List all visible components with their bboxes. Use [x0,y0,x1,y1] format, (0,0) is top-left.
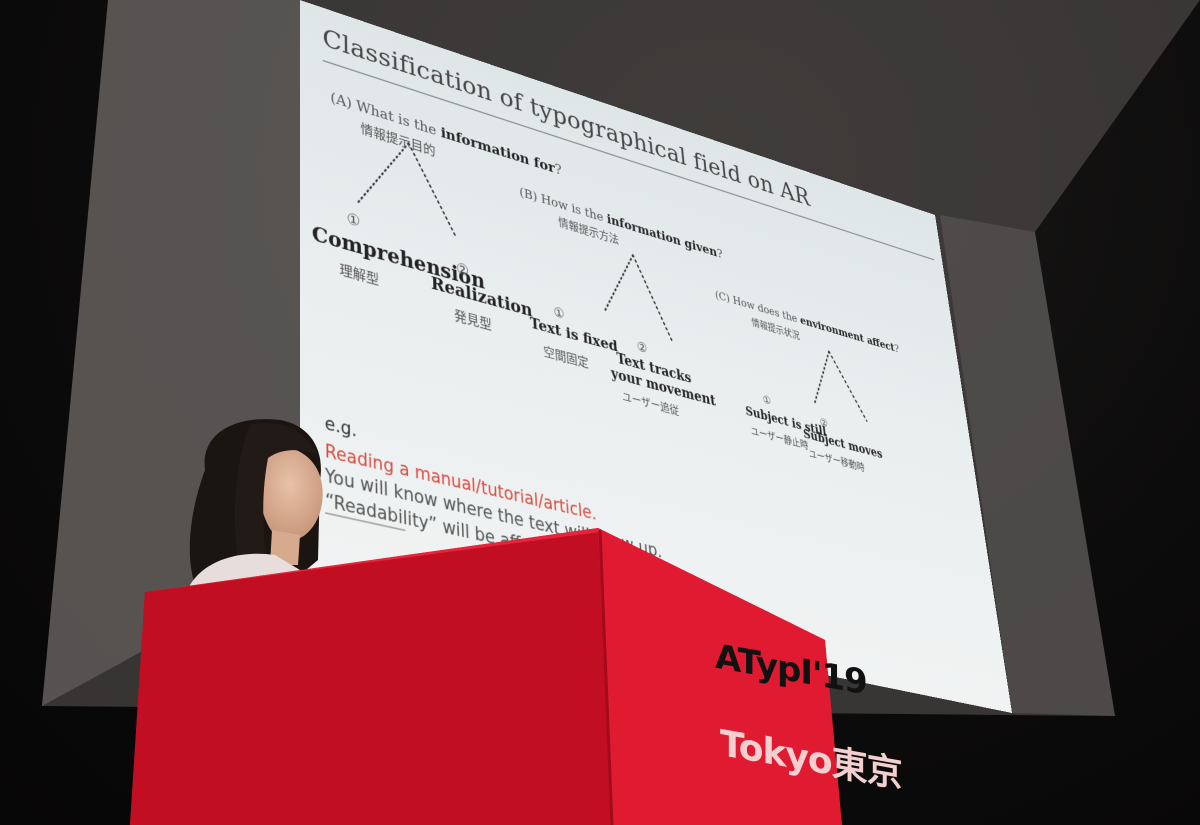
lectern-front [130,532,612,825]
